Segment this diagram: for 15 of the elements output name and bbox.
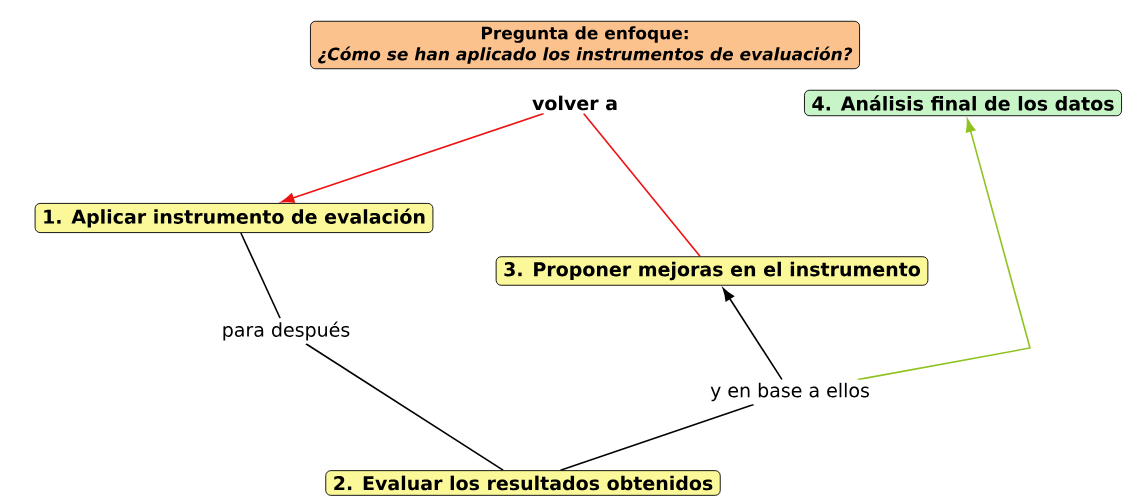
concept-box: 1. Aplicar instrumento de evalación	[34, 202, 434, 233]
focus-question-box: Pregunta de enfoque: ¿Cómo se han aplicado los instrumentos de evaluación?	[310, 20, 861, 70]
concept-box: 4. Análisis final de los datos	[804, 89, 1122, 117]
connector-line	[582, 112, 701, 258]
linking-phrase: para después	[218, 318, 354, 344]
linking-phrase: y en base a ellos	[707, 379, 873, 405]
linking-phrase: volver a	[529, 92, 621, 114]
concept-box: 2. Evaluar los resultados obtenidos	[325, 470, 721, 496]
connector-line	[722, 287, 783, 381]
connector-line	[559, 403, 755, 471]
connector-line	[305, 342, 504, 471]
connector-line	[856, 118, 1031, 381]
connector-line	[281, 112, 545, 203]
concept-box: 3. Proponer mejoras en el instrumento	[495, 256, 929, 286]
connector-line	[240, 232, 281, 320]
